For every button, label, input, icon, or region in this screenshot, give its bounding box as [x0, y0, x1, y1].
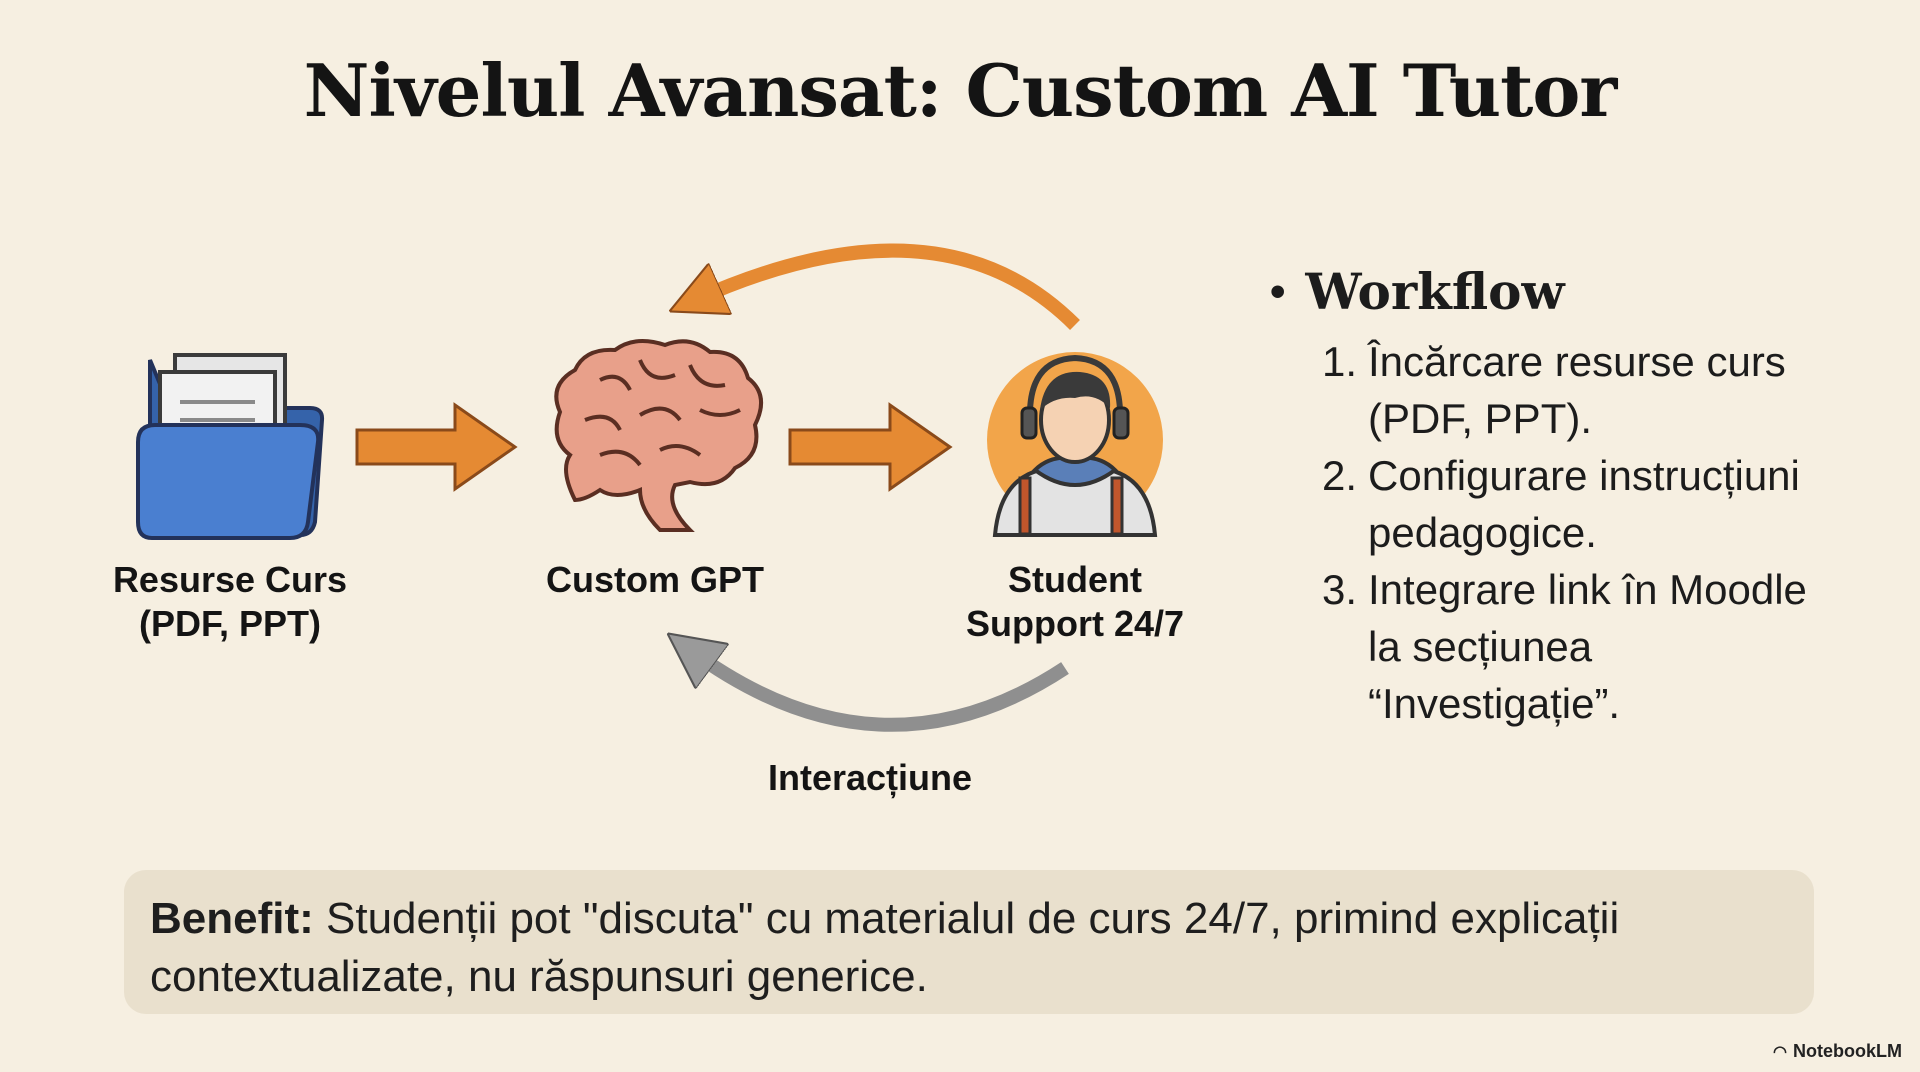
bullet-icon: •	[1270, 266, 1286, 316]
brand-name: NotebookLM	[1793, 1041, 1902, 1061]
workflow-heading: • Workflow	[1270, 262, 1890, 321]
benefit-text: Studenții pot "discuta" cu materialul de…	[150, 894, 1620, 1001]
label-gpt: Custom GPT	[545, 559, 764, 600]
benefit-label: Benefit:	[150, 894, 314, 943]
workflow-step: 1. Încărcare resurse curs (PDF, PPT).	[1270, 333, 1890, 447]
brand-logo: ◠ NotebookLM	[1773, 1041, 1902, 1062]
student-headphones-icon	[987, 352, 1163, 537]
step-number: 1.	[1322, 338, 1358, 385]
step-text: Configurare instrucțiuni pedagogice.	[1368, 452, 1800, 556]
label-resources-line2: (PDF, PPT)	[138, 603, 321, 644]
label-interaction: Interacțiune	[767, 757, 973, 798]
arrow-resources-to-gpt	[355, 402, 518, 492]
step-number: 3.	[1322, 566, 1358, 613]
label-student-line2: Support 24/7	[965, 603, 1185, 644]
label-student-line1: Student	[1008, 559, 1142, 600]
page-title: Nivelul Avansat: Custom AI Tutor	[303, 48, 1618, 133]
workflow-heading-text: Workflow	[1305, 262, 1565, 321]
step-text: Încărcare resurse curs (PDF, PPT).	[1368, 338, 1786, 442]
brain-icon	[554, 339, 764, 532]
arrow-gpt-to-student	[788, 402, 953, 492]
label-resources-line1: Resurse Curs	[112, 559, 348, 600]
benefit-box: Benefit: Studenții pot "discuta" cu mate…	[124, 870, 1814, 1014]
notebooklm-icon: ◠	[1773, 1043, 1788, 1061]
workflow-step: 3. Integrare link în Moodle la secțiunea…	[1270, 561, 1890, 732]
step-number: 2.	[1322, 452, 1358, 499]
step-text: Integrare link în Moodle la secțiunea “I…	[1368, 566, 1807, 727]
workflow-panel: • Workflow 1. Încărcare resurse curs (PD…	[1270, 262, 1890, 732]
workflow-steps: 1. Încărcare resurse curs (PDF, PPT). 2.…	[1270, 333, 1890, 732]
label-student: Student Support 24/7	[930, 558, 1220, 646]
workflow-step: 2. Configurare instrucțiuni pedagogice.	[1270, 447, 1890, 561]
arrow-student-to-gpt-top	[695, 243, 1080, 330]
label-resources: Resurse Curs (PDF, PPT)	[80, 558, 380, 646]
arrow-interaction-bottom	[690, 650, 1069, 732]
folder-documents-icon	[136, 353, 325, 540]
